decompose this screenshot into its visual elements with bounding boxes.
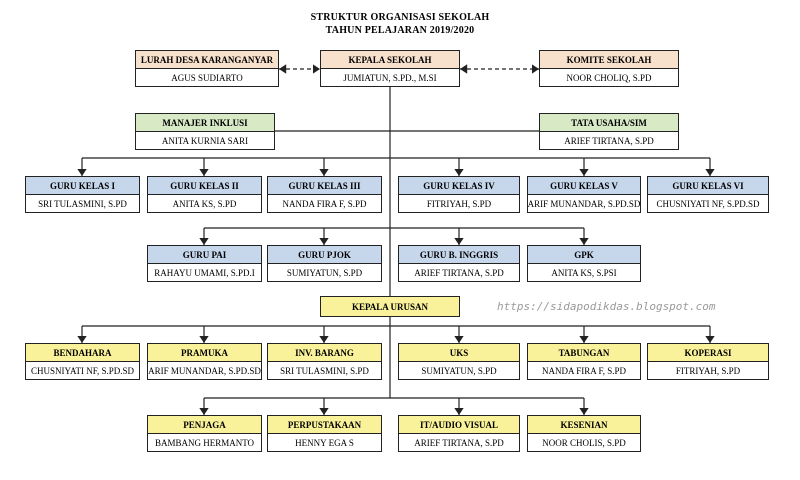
box-title: PENJAGA	[148, 416, 261, 434]
box-title: LURAH DESA KARANGANYAR	[136, 51, 278, 69]
box-guru-kelas-3: GURU KELAS III NANDA FIRA F, S.Pd	[267, 176, 382, 213]
box-person-name: ARIEF TIRTANA, S.Pd	[540, 132, 678, 149]
box-guru-kelas-5: GURU KELAS V ARIF MUNANDAR, S.Pd.SD	[527, 176, 641, 213]
box-person-name: JUMIATUN, S.Pd., M.Si	[321, 69, 459, 86]
box-guru-kelas-1: GURU KELAS I SRI TULASMINI, S.Pd	[25, 176, 140, 213]
box-person-name: ARIF MUNANDAR, S.Pd.SD	[148, 362, 261, 379]
chart-title-line1: STRUKTUR ORGANISASI SEKOLAH	[310, 12, 490, 23]
box-title: UKS	[399, 344, 519, 362]
box-uks: UKS SUMIYATUN, S.Pd	[398, 343, 520, 380]
box-title: KESENIAN	[528, 416, 640, 434]
box-title: GURU KELAS IV	[399, 177, 519, 195]
box-title: GURU KELAS II	[148, 177, 261, 195]
box-guru-kelas-6: GURU KELAS VI CHUSNIYATI NF, S.Pd.SD	[647, 176, 769, 213]
box-guru-kelas-4: GURU KELAS IV FITRIYAH, S.Pd	[398, 176, 520, 213]
box-guru-pai: GURU PAI RAHAYU UMAMI, S.Pd.I	[147, 245, 262, 282]
box-guru-pjok: GURU PJOK SUMIYATUN, S.Pd	[267, 245, 382, 282]
box-title: TABUNGAN	[528, 344, 640, 362]
box-title: PERPUSTAKAAN	[268, 416, 381, 434]
box-title: GURU KELAS I	[26, 177, 139, 195]
box-title: PRAMUKA	[148, 344, 261, 362]
box-person-name: NOOR CHOLIQ, S.Pd	[540, 69, 678, 86]
box-person-name: NANDA FIRA F, S.Pd	[268, 195, 381, 212]
box-person-name: ANITA KS, S.Pd	[148, 195, 261, 212]
box-gpk: GPK ANITA KS, S.Psi	[527, 245, 641, 282]
box-tata-usaha: TATA USAHA/SIM ARIEF TIRTANA, S.Pd	[539, 113, 679, 150]
box-person-name: FITRIYAH, S.Pd	[399, 195, 519, 212]
box-kepala-urusan: KEPALA URUSAN	[320, 296, 460, 317]
box-title: TATA USAHA/SIM	[540, 114, 678, 132]
box-penjaga: PENJAGA BAMBANG HERMANTO	[147, 415, 262, 452]
box-title: GURU B. INGGRIS	[399, 246, 519, 264]
box-title: GURU PJOK	[268, 246, 381, 264]
box-person-name: SRI TULASMINI, S.Pd	[26, 195, 139, 212]
box-title: IT/AUDIO VISUAL	[399, 416, 519, 434]
box-person-name: NOOR CHOLIS, S.Pd	[528, 434, 640, 451]
box-person-name: ARIEF TIRTANA, S.Pd	[399, 264, 519, 281]
box-title: GURU KELAS VI	[648, 177, 768, 195]
box-inv-barang: INV. BARANG SRI TULASMINI, S.Pd	[267, 343, 382, 380]
box-title: GPK	[528, 246, 640, 264]
box-manajer-inklusi: MANAJER INKLUSI ANITA KURNIA SARI	[135, 113, 275, 150]
box-guru-kelas-2: GURU KELAS II ANITA KS, S.Pd	[147, 176, 262, 213]
box-person-name: ANITA KURNIA SARI	[136, 132, 274, 149]
box-title: GURU KELAS III	[268, 177, 381, 195]
box-person-name: CHUSNIYATI NF, S.Pd.SD	[648, 195, 768, 212]
chart-title-line2: TAHUN PELAJARAN 2019/2020	[325, 25, 475, 36]
box-title: GURU PAI	[148, 246, 261, 264]
box-person-name: ARIF MUNANDAR, S.Pd.SD	[528, 195, 640, 212]
box-person-name: CHUSNIYATI NF, S.Pd.SD	[26, 362, 139, 379]
box-person-name: SRI TULASMINI, S.Pd	[268, 362, 381, 379]
box-title: BENDAHARA	[26, 344, 139, 362]
box-person-name: SUMIYATUN, S.Pd	[268, 264, 381, 281]
box-guru-b-inggris: GURU B. INGGRIS ARIEF TIRTANA, S.Pd	[398, 245, 520, 282]
box-person-name: FITRIYAH, S.Pd	[648, 362, 768, 379]
box-person-name: RAHAYU UMAMI, S.Pd.I	[148, 264, 261, 281]
box-person-name: AGUS SUDIARTO	[136, 69, 278, 86]
box-kepala-sekolah: KEPALA SEKOLAH JUMIATUN, S.Pd., M.Si	[320, 50, 460, 87]
box-title: KOMITE SEKOLAH	[540, 51, 678, 69]
box-title: MANAJER INKLUSI	[136, 114, 274, 132]
box-person-name: SUMIYATUN, S.Pd	[399, 362, 519, 379]
box-perpustakaan: PERPUSTAKAAN HENNY EGA S	[267, 415, 382, 452]
box-title: KOPERASI	[648, 344, 768, 362]
box-it-audio-visual: IT/AUDIO VISUAL ARIEF TIRTANA, S.Pd	[398, 415, 520, 452]
box-tabungan: TABUNGAN NANDA FIRA F, S.Pd	[527, 343, 641, 380]
box-bendahara: BENDAHARA CHUSNIYATI NF, S.Pd.SD	[25, 343, 140, 380]
box-koperasi: KOPERASI FITRIYAH, S.Pd	[647, 343, 769, 380]
box-title: INV. BARANG	[268, 344, 381, 362]
box-lurah-desa: LURAH DESA KARANGANYAR AGUS SUDIARTO	[135, 50, 279, 87]
box-person-name: NANDA FIRA F, S.Pd	[528, 362, 640, 379]
box-title: GURU KELAS V	[528, 177, 640, 195]
box-person-name: HENNY EGA S	[268, 434, 381, 451]
box-person-name: BAMBANG HERMANTO	[148, 434, 261, 451]
watermark-url: https://sidapodikdas.blogspot.com	[497, 300, 716, 313]
box-kesenian: KESENIAN NOOR CHOLIS, S.Pd	[527, 415, 641, 452]
box-person-name: ARIEF TIRTANA, S.Pd	[399, 434, 519, 451]
box-person-name: ANITA KS, S.Psi	[528, 264, 640, 281]
box-pramuka: PRAMUKA ARIF MUNANDAR, S.Pd.SD	[147, 343, 262, 380]
box-title: KEPALA SEKOLAH	[321, 51, 459, 69]
box-komite-sekolah: KOMITE SEKOLAH NOOR CHOLIQ, S.Pd	[539, 50, 679, 87]
